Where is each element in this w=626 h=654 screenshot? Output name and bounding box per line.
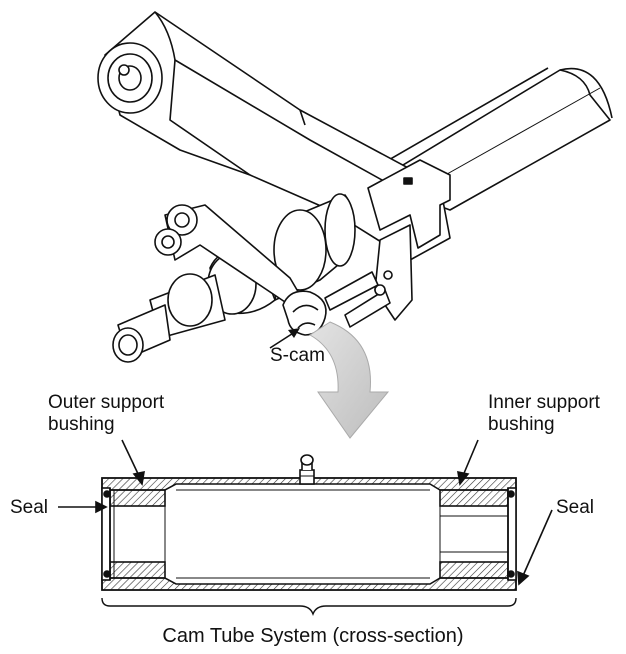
seal-left-label: Seal	[10, 497, 49, 518]
s-cam-pointer	[269, 328, 300, 349]
caption-brace	[101, 597, 517, 616]
transition-arrow	[309, 321, 390, 439]
outer-support-bushing-label: Outer support bushing	[48, 392, 164, 436]
inner-support-bushing-label: Inner support bushing	[488, 392, 600, 436]
cam-tube-cross-section	[101, 454, 517, 591]
s-cam-label: S-cam	[270, 345, 325, 366]
leader-lines	[58, 439, 553, 586]
axle-assembly-drawing	[97, 11, 613, 363]
seal-right-label: Seal	[556, 497, 595, 518]
diagram-caption: Cam Tube System (cross-section)	[162, 625, 464, 647]
outer-support-label-line2: bushing	[48, 414, 115, 435]
inner-support-label-line2: bushing	[488, 414, 555, 435]
inner-support-label-line1: Inner support	[488, 392, 600, 413]
outer-support-label-line1: Outer support	[48, 392, 165, 413]
